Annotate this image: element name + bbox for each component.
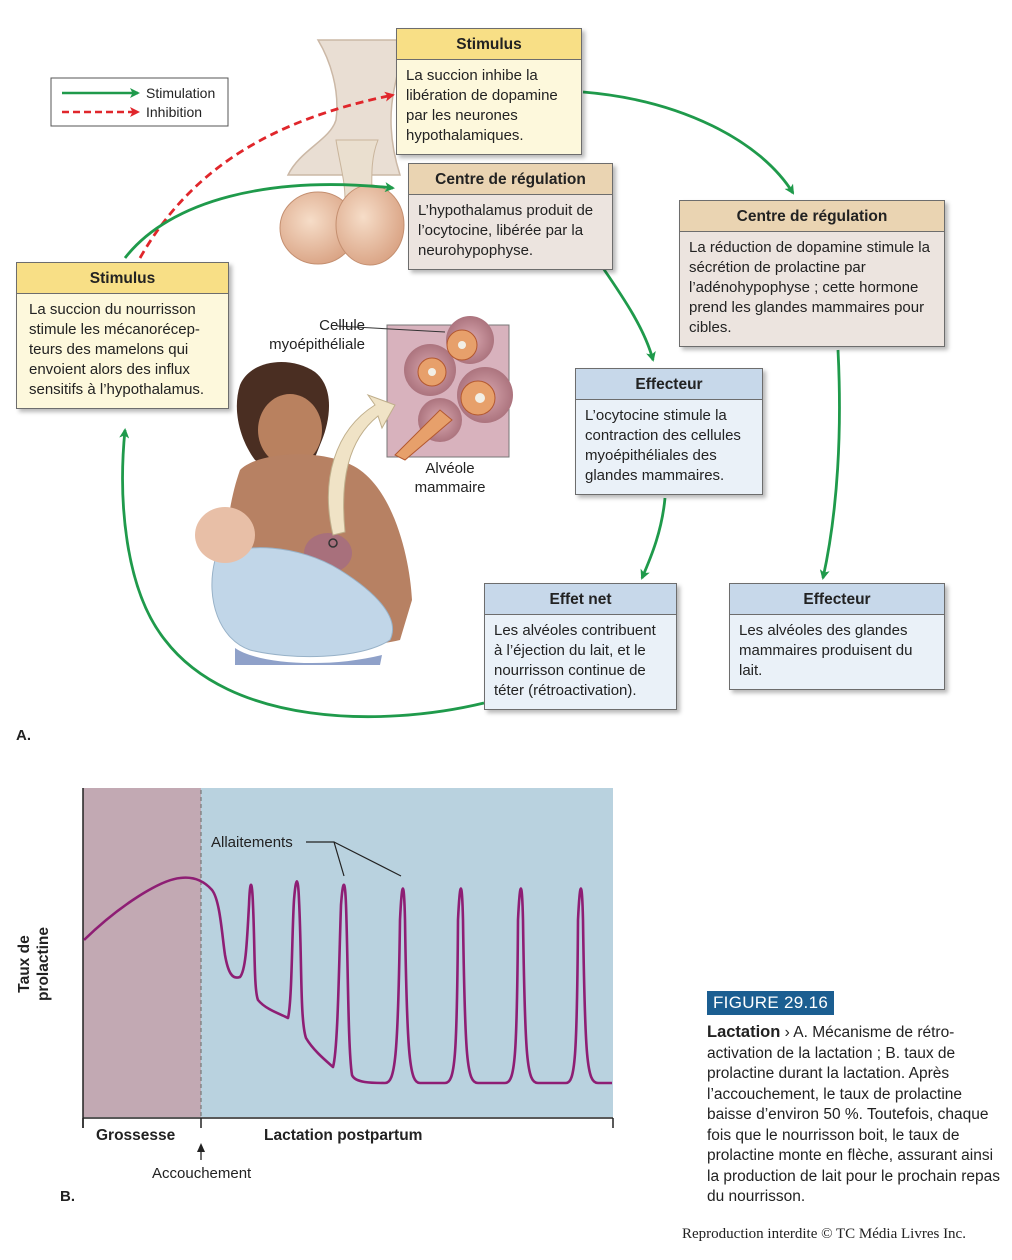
box-title: Effecteur: [730, 584, 944, 615]
box-title: Centre de régulation: [680, 201, 944, 232]
label-cellule: Cellule myoépithéliale: [269, 317, 365, 353]
arrow-centre-to-effecteur: [601, 267, 656, 362]
panel-b-label: B.: [60, 1188, 75, 1205]
arrow-effet-to-stimulus: [119, 428, 485, 719]
legend-inhibition: Inhibition: [146, 104, 203, 120]
phase-pregnancy: Grossesse: [96, 1127, 176, 1144]
arrow-dopamine-to-prolactin: [582, 90, 795, 195]
copyright: Reproduction interdite © TC Média Livres…: [682, 1226, 966, 1242]
panel-a-label: A.: [16, 727, 31, 744]
figure-number: FIGURE 29.16: [707, 991, 835, 1015]
pregnancy-region: [83, 788, 201, 1117]
box-text: L’ocytocine stimule la contraction des c…: [576, 400, 762, 494]
caption-text: › A. Mécanisme de rétro-activation de la…: [707, 1024, 1000, 1205]
box-title: Stimulus: [397, 29, 581, 60]
box-text: Les alvéoles contribuent à l’éjection du…: [485, 615, 676, 709]
phase-lactation: Lactation postpartum: [264, 1127, 423, 1144]
box-title: Effet net: [485, 584, 676, 615]
mother-baby-illustration: [195, 362, 412, 665]
prolactin-curve: [83, 876, 612, 1085]
box-title: Centre de régulation: [409, 164, 612, 195]
arrow-prolactin-to-effecteur: [819, 349, 841, 580]
box-title: Stimulus: [17, 263, 228, 294]
box-centre-right: Centre de régulation La réduction de dop…: [679, 200, 945, 347]
pituitary-illustration: [279, 39, 405, 266]
box-centre-left: Centre de régulation L’hypothalamus prod…: [408, 163, 613, 270]
figure-caption: Lactation › A. Mécanisme de rétro-activa…: [707, 1022, 1002, 1208]
label-alveole: Alvéole mammaire: [414, 460, 486, 496]
zoom-arrow: [327, 393, 396, 536]
alveolus-illustration: [336, 316, 513, 461]
arrow-inhibition: [138, 91, 395, 259]
feedback-arrows: [119, 90, 841, 719]
box-text: La succion du nourrisson stimule les méc…: [17, 294, 228, 408]
peaks-leader: [306, 841, 402, 877]
box-text: Les alvéoles des glandes mammaires produ…: [730, 615, 944, 689]
box-title: Effecteur: [576, 369, 762, 400]
arrow-stimulus-to-centre: [123, 182, 395, 259]
arrow-effecteur-to-effet: [640, 497, 667, 580]
graph-ylabel: Taux de prolactine: [16, 926, 52, 1002]
box-effecteur-mid: Effecteur L’ocytocine stimule la contrac…: [575, 368, 763, 495]
panel-a-artwork: [50, 39, 841, 719]
box-text: L’hypothalamus produit de l’ocytocine, l…: [409, 195, 612, 269]
box-text: La succion inhibe la libération de dopam…: [397, 60, 581, 154]
birth-label: Accouchement: [152, 1165, 252, 1182]
caption-title: Lactation: [707, 1023, 781, 1041]
box-text: La réduction de dopamine stimule la sécr…: [680, 232, 944, 346]
legend-stimulation: Stimulation: [146, 85, 216, 101]
peaks-label: Allaitements: [211, 834, 293, 851]
legend: [50, 77, 229, 127]
box-stimulus-top: Stimulus La succion inhibe la libération…: [396, 28, 582, 155]
box-stimulus-left: Stimulus La succion du nourrisson stimul…: [16, 262, 229, 409]
box-effecteur-right: Effecteur Les alvéoles des glandes mamma…: [729, 583, 945, 690]
box-effet-net: Effet net Les alvéoles contribuent à l’é…: [484, 583, 677, 710]
